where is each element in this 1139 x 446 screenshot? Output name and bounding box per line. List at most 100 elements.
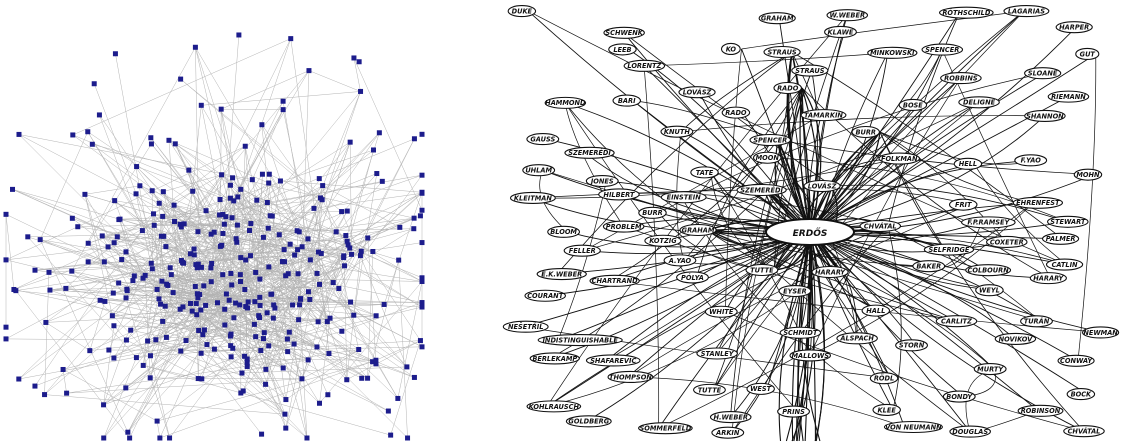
- graph-node: [222, 322, 228, 328]
- graph-edge: [282, 261, 308, 439]
- graph-node: [317, 281, 323, 287]
- collaboration-line: [887, 225, 902, 411]
- graph-edge: [196, 303, 286, 415]
- graph-edge: [44, 394, 285, 415]
- graph-node: [60, 366, 66, 372]
- name-bubble: [811, 265, 849, 279]
- name-bubble: [758, 12, 796, 25]
- graph-node: [248, 221, 254, 227]
- graph-edge: [261, 124, 350, 249]
- collaborator-name: FELLER: [569, 247, 596, 255]
- graph-node: [326, 351, 332, 357]
- graph-node: [109, 313, 115, 319]
- graph-edge: [126, 305, 166, 341]
- name-bubble: [746, 382, 775, 395]
- graph-edge: [288, 259, 311, 274]
- name-bubble: [777, 405, 810, 418]
- graph-edge: [231, 217, 337, 233]
- graph-node: [314, 270, 320, 276]
- graph-node: [347, 245, 353, 251]
- graph-node: [269, 213, 275, 219]
- name-bubble: [994, 332, 1037, 345]
- graph-node: [192, 44, 198, 50]
- graph-node: [193, 301, 199, 307]
- graph-node: [70, 132, 76, 138]
- graph-node: [263, 381, 269, 387]
- graph-node: [229, 215, 235, 221]
- graph-node: [266, 343, 272, 349]
- graph-edge: [247, 358, 376, 361]
- graph-node: [32, 383, 38, 389]
- graph-edge: [397, 281, 423, 399]
- graph-node: [167, 435, 173, 441]
- graph-node: [231, 198, 237, 204]
- graph-edge: [265, 319, 299, 385]
- graph-node: [153, 337, 159, 343]
- graph-node: [161, 233, 167, 239]
- name-bubble: [1063, 425, 1105, 438]
- graph-node: [32, 267, 38, 273]
- graph-edge: [142, 191, 193, 231]
- graph-edge: [72, 134, 328, 322]
- graph-edge: [114, 146, 246, 243]
- name-bubble: [565, 415, 612, 428]
- graph-node: [298, 296, 304, 302]
- graph-node: [69, 268, 75, 274]
- graph-node: [218, 106, 224, 112]
- graph-edge: [180, 304, 293, 352]
- collaborator-name: PÓLYA: [681, 273, 704, 282]
- graph-node: [253, 269, 259, 275]
- collaboration-line: [632, 100, 779, 141]
- collaborator-name: KLAWE: [828, 28, 854, 36]
- graph-node: [283, 425, 289, 431]
- name-bubble: [763, 45, 801, 59]
- graph-edge: [259, 253, 322, 318]
- name-bubble: [895, 339, 929, 352]
- collaborator-name: CHARTRAND: [592, 277, 638, 285]
- collaborator-name: LORENTZ: [627, 62, 661, 70]
- collaborator-name: MOHN: [1076, 171, 1100, 179]
- name-bubble: [942, 390, 976, 403]
- name-bubble: [522, 164, 556, 177]
- collaborator-name: NEWMAN: [1083, 329, 1118, 337]
- collaborator-name: SHANNON: [1026, 112, 1064, 120]
- graph-edge: [87, 143, 152, 244]
- graph-edge: [121, 138, 415, 260]
- name-bubbles: GAUSSRIEMANNW.WEBERKOHLRAUSCHEYSERBOCKBO…: [502, 5, 1120, 439]
- collaborator-name: ROBBINS: [944, 74, 978, 82]
- graph-node: [285, 271, 291, 277]
- graph-edge: [344, 265, 348, 380]
- graph-node: [397, 224, 403, 230]
- name-bubble: [749, 133, 792, 147]
- graph-node: [87, 348, 93, 354]
- graph-edge: [99, 114, 143, 231]
- graph-edge: [188, 170, 193, 192]
- collaborator-name: SZEMERÉDI: [740, 185, 783, 194]
- graph-node: [148, 135, 154, 141]
- graph-edge: [268, 182, 288, 340]
- collaborator-name: STRAUS: [767, 48, 796, 56]
- graph-node: [385, 408, 391, 414]
- graph-node: [242, 353, 248, 359]
- graph-node: [285, 349, 291, 355]
- graph-node: [264, 310, 270, 316]
- graph-edge: [114, 223, 225, 243]
- graph-node: [266, 171, 272, 177]
- collaborator-name: KLEITMAN: [514, 194, 552, 202]
- collaboration-line: [879, 131, 1085, 432]
- name-bubble: [961, 216, 1016, 229]
- graph-node: [125, 429, 131, 435]
- graph-edge: [224, 202, 268, 225]
- graph-node: [419, 300, 425, 306]
- graph-edge: [288, 215, 421, 274]
- graph-edge: [71, 47, 196, 272]
- name-bubble: [836, 332, 878, 345]
- graph-edge: [240, 281, 373, 362]
- name-bubble: [509, 191, 556, 204]
- graph-node: [123, 295, 129, 301]
- collaboration-line: [764, 188, 970, 206]
- graph-node: [419, 240, 425, 246]
- collaborator-name: VON NEUMANN: [885, 423, 942, 431]
- graph-edge: [45, 322, 90, 351]
- graph-edge: [265, 261, 285, 370]
